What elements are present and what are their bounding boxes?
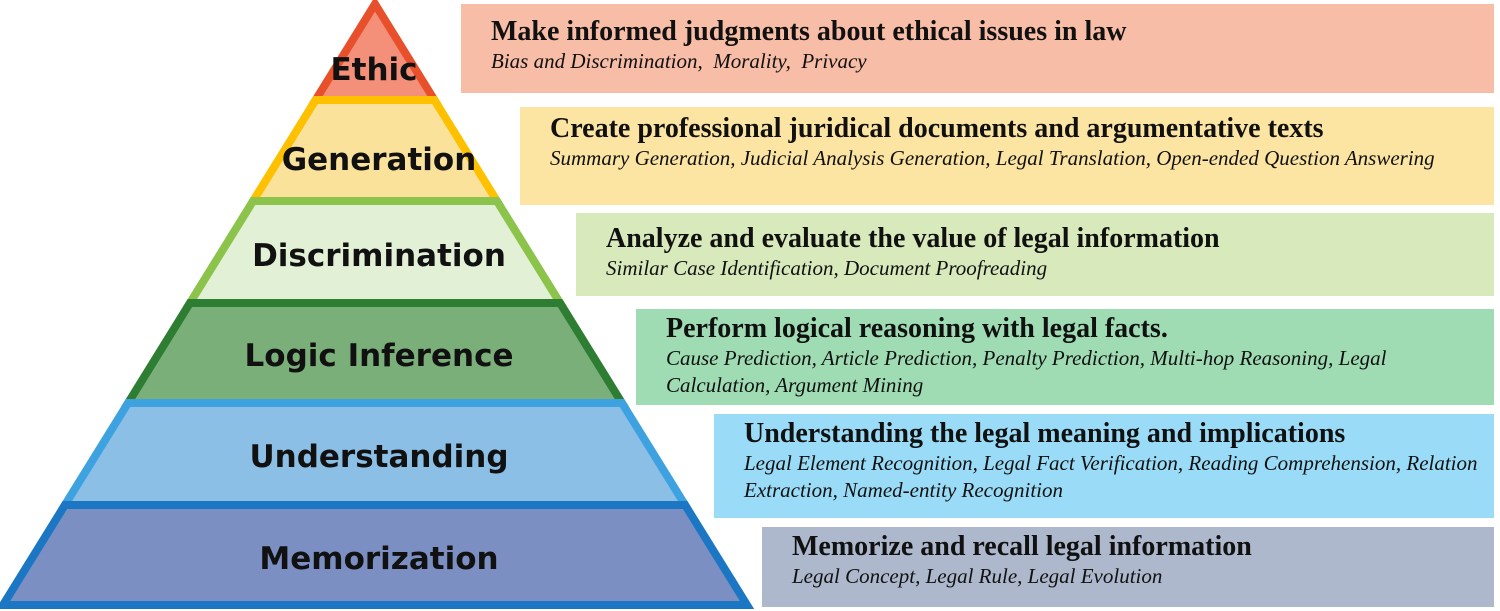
description-box-generation: Create professional juridical documents … <box>520 107 1494 205</box>
description-title: Make informed judgments about ethical is… <box>491 16 1127 47</box>
pyramid-label-generation: Generation <box>282 142 477 178</box>
description-items: Summary Generation, Judicial Analysis Ge… <box>550 146 1435 170</box>
description-title: Memorize and recall legal information <box>792 531 1252 562</box>
description-title: Understanding the legal meaning and impl… <box>744 418 1346 449</box>
description-title: Perform logical reasoning with legal fac… <box>666 313 1168 344</box>
description-box-discrimination: Analyze and evaluate the value of legal … <box>576 213 1494 296</box>
pyramid-label-logic-inference: Logic Inference <box>245 338 514 374</box>
description-items: Similar Case Identification, Document Pr… <box>606 256 1048 280</box>
description-box-understanding: Understanding the legal meaning and impl… <box>714 414 1494 518</box>
description-box-logic-inference: Perform logical reasoning with legal fac… <box>636 309 1494 405</box>
pyramid-label-understanding: Understanding <box>249 439 508 475</box>
description-items: Legal Element Recognition, Legal Fact Ve… <box>744 451 1483 502</box>
description-title: Analyze and evaluate the value of legal … <box>606 223 1220 254</box>
description-items: Cause Prediction, Article Prediction, Pe… <box>666 346 1392 397</box>
pyramid-label-ethic: Ethic <box>330 52 417 88</box>
description-items: Legal Concept, Legal Rule, Legal Evoluti… <box>792 564 1163 588</box>
pyramid-label-memorization: Memorization <box>259 541 498 577</box>
pyramid-label-discrimination: Discrimination <box>252 238 506 274</box>
pyramid-level-memorization <box>0 501 755 609</box>
description-items: Bias and Discrimination, Morality, Priva… <box>491 49 867 73</box>
description-box-ethic: Make informed judgments about ethical is… <box>461 4 1494 93</box>
description-title: Create professional juridical documents … <box>550 113 1324 144</box>
